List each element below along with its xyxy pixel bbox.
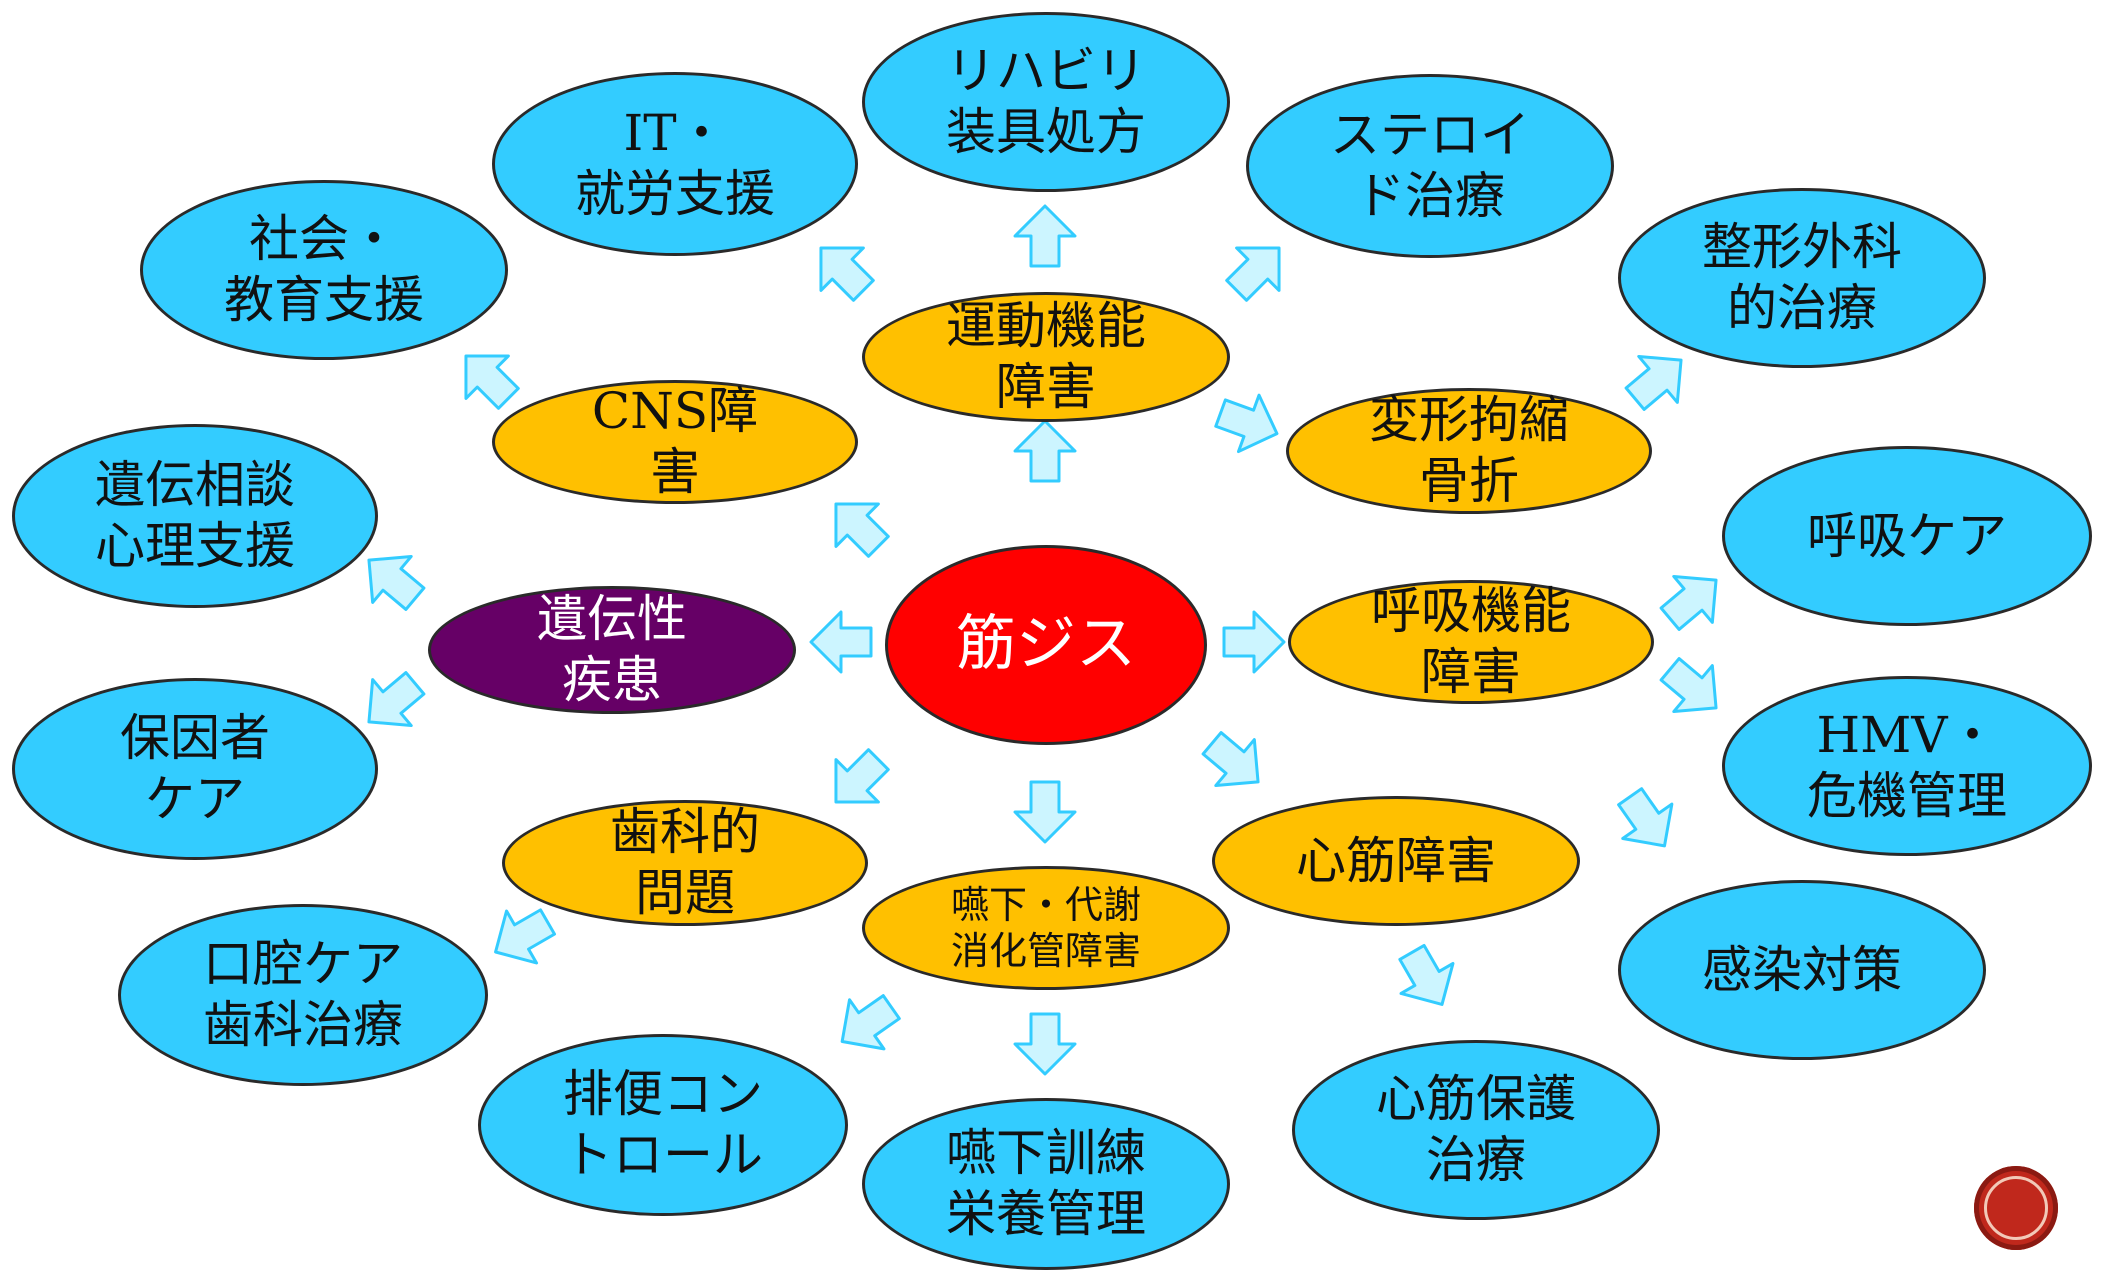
arrow-resp-to-care-icon [1659, 574, 1718, 631]
arrow-center-to-cns-icon [834, 502, 890, 558]
treatment-resp-care-label: 呼吸ケア [1807, 506, 2007, 565]
category-deform-label: 変形拘縮 骨折 [1369, 391, 1569, 510]
arrow-center-to-cardiac-icon [1201, 731, 1260, 788]
treatment-resp-care: 呼吸ケア [1722, 446, 2092, 626]
treatment-swallow-train-label: 嚥下訓練 栄養管理 [946, 1124, 1146, 1243]
arrow-swallow-to-bowel-icon [840, 994, 901, 1051]
arrow-cardiac-to-protect-icon [1398, 943, 1455, 1006]
category-cardiac: 心筋障害 [1212, 796, 1580, 926]
arrow-swallow-to-train-icon [1013, 1012, 1077, 1076]
treatment-infection: 感染対策 [1618, 880, 1986, 1060]
arrow-genetic-to-counsel-icon [367, 554, 426, 611]
treatment-bowel: 排便コン トロール [478, 1034, 848, 1216]
category-motor: 運動機能 障害 [862, 292, 1230, 422]
category-resp-label: 呼吸機能 障害 [1371, 582, 1571, 701]
arrow-cns-to-social-icon [464, 354, 520, 410]
treatment-steroid-label: ステロイ ド治療 [1330, 106, 1530, 225]
category-cardiac-label: 心筋障害 [1296, 831, 1496, 890]
category-cns-label: CNS障 害 [591, 382, 759, 501]
badge-ring [1984, 1176, 2048, 1240]
category-swallow: 嚥下・代謝 消化管障害 [862, 866, 1230, 990]
category-dental: 歯科的 問題 [502, 800, 868, 926]
category-genetic: 遺伝性 疾患 [428, 586, 796, 714]
treatment-it: IT・ 就労支援 [492, 72, 858, 256]
arrow-center-to-swallow-icon [1013, 780, 1077, 844]
treatment-ortho: 整形外科 的治療 [1618, 188, 1986, 368]
center-label: 筋ジス [956, 609, 1136, 680]
arrow-center-to-motor-icon [1013, 419, 1077, 483]
arrow-motor-to-deform-icon [1214, 393, 1279, 454]
treatment-rehab: リハビリ 装具処方 [862, 12, 1230, 192]
center-node: 筋ジス [885, 545, 1207, 745]
treatment-cardio: 心筋保護 治療 [1292, 1040, 1660, 1220]
arrow-center-to-genetic-icon [809, 610, 873, 674]
treatment-counsel-label: 遺伝相談 心理支援 [95, 456, 295, 575]
treatment-infection-label: 感染対策 [1702, 940, 1902, 999]
treatment-swallow-train: 嚥下訓練 栄養管理 [862, 1098, 1230, 1270]
treatment-cardio-label: 心筋保護 治療 [1376, 1070, 1576, 1189]
category-motor-label: 運動機能 障害 [946, 297, 1146, 416]
treatment-social: 社会・ 教育支援 [140, 180, 508, 360]
arrow-motor-to-steroid-icon [1225, 246, 1281, 302]
arrow-center-to-dental-icon [834, 748, 890, 804]
treatment-social-label: 社会・ 教育支援 [224, 210, 424, 329]
treatment-hmv-label: HMV・ 危機管理 [1807, 706, 2007, 825]
category-dental-label: 歯科的 問題 [610, 803, 760, 922]
arrow-center-to-resp-icon [1222, 610, 1286, 674]
category-deform: 変形拘縮 骨折 [1286, 388, 1652, 514]
treatment-bowel-label: 排便コン トロール [563, 1065, 763, 1184]
arrow-deform-to-ortho-icon [1624, 354, 1683, 411]
arrow-cns-to-it-icon [819, 246, 875, 302]
category-swallow-label: 嚥下・代謝 消化管障害 [950, 882, 1141, 973]
treatment-steroid: ステロイ ド治療 [1246, 74, 1614, 258]
treatment-hmv: HMV・ 危機管理 [1722, 676, 2092, 856]
arrow-genetic-to-carer-icon [367, 671, 426, 728]
treatment-counsel: 遺伝相談 心理支援 [12, 424, 378, 608]
category-genetic-label: 遺伝性 疾患 [537, 590, 687, 709]
arrow-resp-to-infection-icon [1617, 787, 1674, 848]
treatment-ortho-label: 整形外科 的治療 [1702, 218, 1902, 337]
arrow-resp-to-hmv-icon [1659, 657, 1718, 714]
category-resp: 呼吸機能 障害 [1288, 580, 1654, 704]
arrow-motor-to-rehab-icon [1013, 204, 1077, 268]
treatment-it-label: IT・ 就労支援 [575, 104, 775, 223]
circle-badge-icon [1974, 1166, 2058, 1250]
treatment-rehab-label: リハビリ 装具処方 [946, 42, 1146, 161]
category-cns: CNS障 害 [492, 380, 858, 504]
treatment-oral-label: 口腔ケア 歯科治療 [203, 935, 403, 1054]
treatment-carer: 保因者 ケア [12, 678, 378, 860]
treatment-oral: 口腔ケア 歯科治療 [118, 904, 488, 1086]
arrow-dental-to-oral-icon [494, 908, 557, 965]
treatment-carer-label: 保因者 ケア [120, 709, 270, 828]
